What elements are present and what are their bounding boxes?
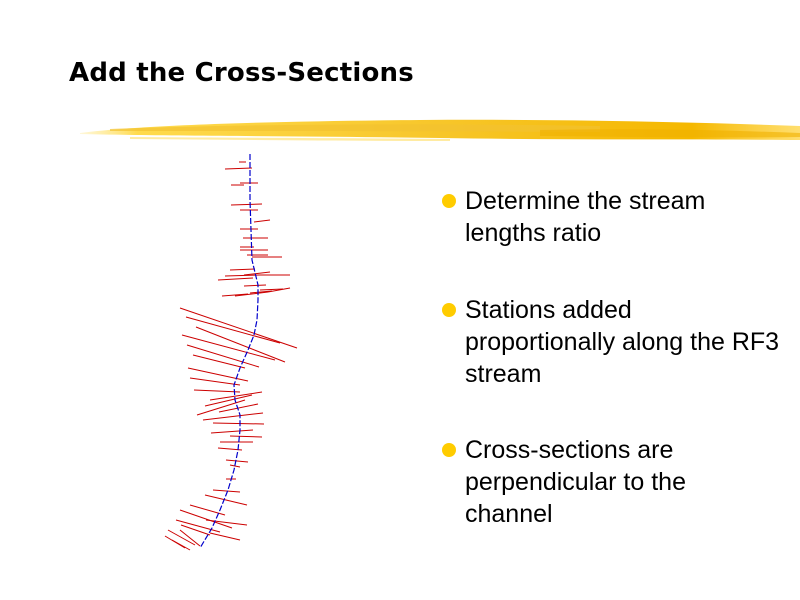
cross-section-line — [221, 293, 249, 297]
cross-section-line — [181, 334, 276, 361]
cross-section-line — [230, 203, 263, 206]
cross-section-line — [193, 389, 241, 393]
bullet-dot-icon — [442, 443, 456, 457]
cross-section-line — [167, 529, 196, 546]
cross-section-line — [204, 494, 248, 506]
cross-section-line — [179, 509, 233, 529]
cross-section-line — [171, 539, 191, 551]
cross-section-line — [212, 422, 265, 425]
cross-section-line — [192, 354, 246, 369]
cross-section-line — [224, 167, 253, 170]
cross-section-line — [189, 377, 241, 386]
cross-section-line — [179, 307, 298, 349]
cross-section-line — [249, 290, 273, 294]
bullet-item: Stations added proportionally along the … — [440, 294, 780, 390]
cross-section-line — [209, 532, 241, 541]
cross-section-line — [229, 435, 263, 438]
cross-section-line — [224, 274, 261, 277]
cross-section-line — [229, 268, 256, 271]
stream-centerline — [199, 154, 259, 549]
cross-section-line — [243, 271, 271, 276]
cross-section-line — [217, 277, 254, 281]
cross-section-line — [267, 287, 291, 293]
cross-section-line — [175, 519, 221, 533]
bullet-item: Determine the stream lengths ratio — [440, 185, 780, 249]
slide-title: Add the Cross-Sections — [69, 58, 414, 88]
cross-section-line — [180, 524, 211, 536]
cross-section-line — [202, 412, 264, 421]
bullet-dot-icon — [442, 194, 456, 208]
stream-line — [199, 154, 259, 549]
cross-section-line — [185, 316, 281, 344]
cross-section-line — [196, 399, 246, 416]
cross-section-line — [186, 344, 260, 368]
bullet-dot-icon — [442, 303, 456, 317]
cross-section-line — [210, 429, 254, 434]
bullet-text: Cross-sections are perpendicular to the … — [465, 436, 686, 528]
cross-section-line — [187, 367, 249, 382]
cross-section-line — [243, 284, 267, 287]
cross-section-line — [259, 288, 284, 291]
cross-section-line — [209, 391, 263, 401]
cross-section-lines — [164, 161, 298, 551]
bullet-list: Determine the stream lengths ratio Stati… — [440, 185, 780, 575]
cross-section-line — [229, 464, 241, 468]
cross-section-line — [212, 489, 241, 493]
cross-section-line — [195, 326, 286, 363]
bullet-item: Cross-sections are perpendicular to the … — [440, 434, 780, 530]
cross-section-line — [218, 403, 259, 413]
bullet-text: Stations added proportionally along the … — [465, 296, 780, 388]
bullet-text: Determine the stream lengths ratio — [465, 187, 706, 247]
cross-section-line — [179, 529, 201, 547]
cross-section-line — [253, 219, 271, 223]
cross-section-line — [205, 519, 248, 526]
cross-section-line — [234, 291, 269, 297]
cross-section-line — [204, 394, 253, 407]
cross-section-line — [225, 459, 249, 463]
